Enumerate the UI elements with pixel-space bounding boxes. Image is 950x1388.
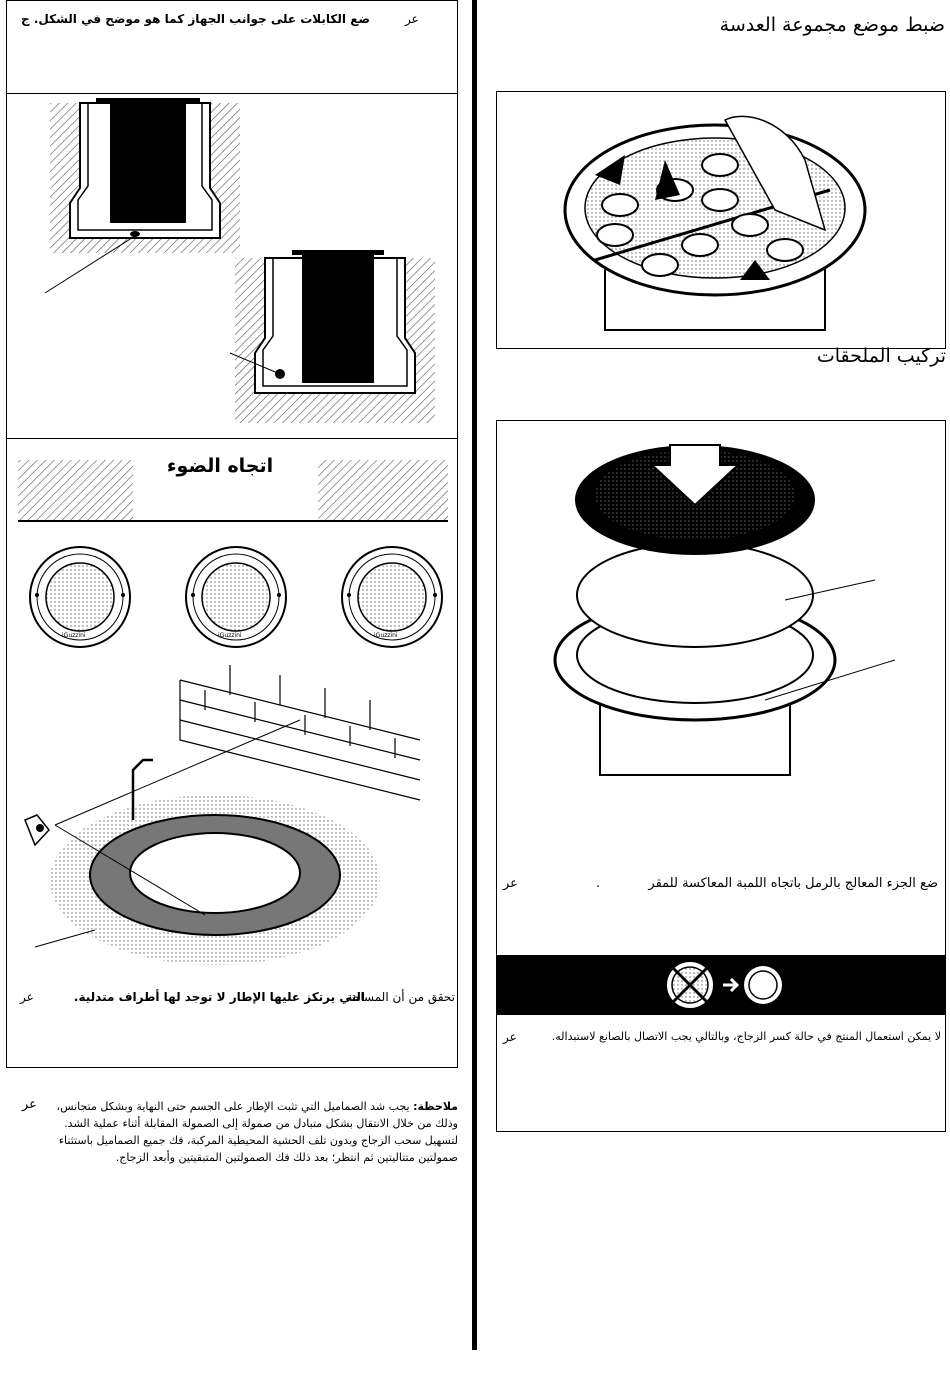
frame-check-lang-mark: عر (20, 990, 34, 1004)
lens-panel (496, 91, 946, 349)
cable-section-illustration (44, 98, 435, 423)
sand-instruction: ضع الجزء المعالج بالرمل باتجاه اللمبة ال… (648, 876, 938, 891)
accessories-panel (496, 420, 946, 1132)
note-line-1: ملاحظة: يجب شد الصماميل التي تثبت الإطار… (40, 1098, 458, 1115)
frame-check-bold: التي يرتكز عليها الإطار لا توجد لها أطرا… (73, 990, 365, 1004)
frame-check-text: تحقق من أن المساحة (346, 990, 455, 1004)
accessories-title: تركيب الملحقات (816, 345, 946, 367)
brand-mark-1: iGuzzini (62, 632, 86, 639)
note-line-2: وذلك من خلال الانتقال بشكل متبادل من صمو… (64, 1117, 458, 1130)
cables-lang-mark: عر (405, 12, 419, 26)
note-paragraph: ملاحظة: يجب شد الصماميل التي تثبت الإطار… (40, 1098, 458, 1166)
glass-lang-mark: عر (503, 1030, 517, 1044)
brand-mark-2: iGuzzini (218, 632, 242, 639)
note-line-3: لتسهيل سحب الزجاج وبدون تلف الحشية المحي… (58, 1134, 458, 1147)
luminaire-1 (29, 546, 131, 648)
note-lang-mark: عر (22, 1097, 37, 1112)
cables-instruction: ضع الكابلات على جوانب الجهاز كما هو موضح… (21, 12, 370, 26)
sand-dot: . (596, 876, 601, 891)
column-divider (472, 0, 477, 1350)
light-direction-title: اتجاه الضوء (166, 455, 274, 477)
glass-warning-text: لا يمكن استعمال المنتج في حالة كسر الزجا… (551, 1030, 941, 1043)
sand-lang-mark: عر (503, 876, 518, 891)
left-panel (6, 0, 458, 1068)
note-line-1-text: يجب شد الصماميل التي تثبت الإطار على الج… (56, 1100, 410, 1113)
note-line-4: صمولتين متتاليتين ثم انتظر؛ بعد ذلك فك ا… (115, 1151, 458, 1164)
brand-mark-3: iGuzzini (374, 632, 398, 639)
luminaire-3 (341, 546, 443, 648)
left-row-divider-1 (6, 93, 458, 94)
frame-perspective-illustration (24, 660, 421, 965)
luminaire-2 (185, 546, 287, 648)
accessories-illustration (553, 444, 896, 776)
broken-glass-icon (667, 962, 782, 1008)
lens-adjust-title: ضبط موضع مجموعة العدسة (719, 14, 945, 36)
light-direction-illustration (18, 460, 448, 648)
glass-warning-band (497, 955, 945, 1015)
lens-adjust-illustration (563, 115, 867, 331)
note-label: ملاحظة: (413, 1100, 458, 1113)
left-row-divider-2 (6, 438, 458, 439)
